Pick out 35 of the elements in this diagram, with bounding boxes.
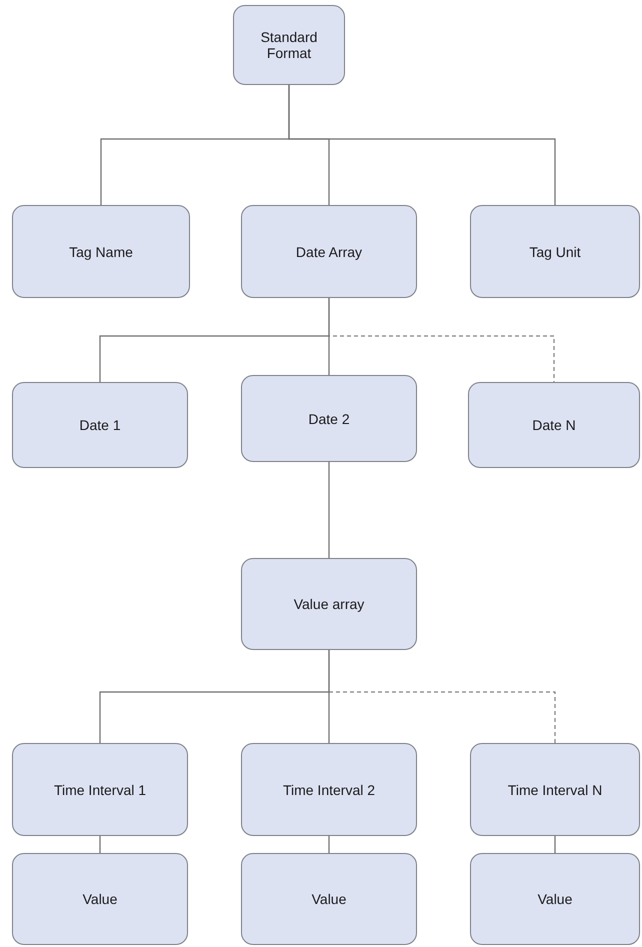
node-label: Value array (294, 596, 364, 612)
node-label: Date 2 (308, 410, 350, 426)
connector-line (328, 462, 330, 558)
process-box (241, 743, 417, 836)
connector-line (288, 85, 556, 205)
node-label: Date Array (296, 244, 362, 260)
connector-line (99, 836, 101, 853)
process-box (470, 743, 640, 836)
process-box (12, 743, 188, 836)
node-label: Value (82, 891, 118, 907)
node-label: Value (538, 891, 572, 907)
dashed-connector (328, 650, 556, 744)
process-box (12, 853, 188, 945)
node-label: Date 1 (79, 417, 121, 433)
connector-line (328, 836, 330, 853)
dashed-connector (328, 298, 554, 382)
process-box (468, 382, 640, 468)
process-box (233, 5, 345, 85)
node-label: Time Interval N (508, 782, 602, 798)
node-label: Time Interval 1 (54, 782, 146, 798)
process-box (241, 558, 417, 650)
process-box (470, 853, 640, 945)
node-label: Standard Format (260, 29, 318, 61)
node-label: Date N (532, 417, 576, 433)
node-label: Time Interval 2 (282, 782, 376, 798)
process-box (12, 382, 188, 468)
node-label: Tag Unit (529, 244, 581, 260)
process-box (12, 205, 190, 298)
connector-line (554, 836, 556, 853)
node-label: Value (312, 891, 346, 907)
process-box (470, 205, 640, 298)
node-label: Tag Name (69, 244, 133, 260)
process-box (241, 375, 417, 462)
process-box (241, 853, 417, 945)
process-box (241, 205, 417, 298)
